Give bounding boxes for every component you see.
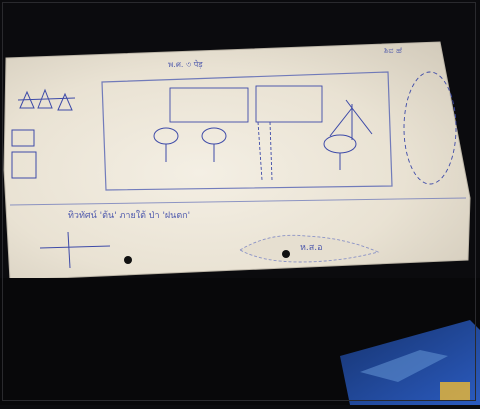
sheet-heading: พ.ศ. ৩ पेड़ — [168, 60, 203, 69]
corner-note: ಶಿವ ಹೆ — [384, 46, 402, 55]
left-mountain-icons — [11, 88, 76, 179]
ink-dot-right — [282, 250, 290, 258]
ink-dot-left — [124, 256, 132, 264]
blue-box-highlight — [360, 350, 448, 382]
bottom-left-cross-diagram — [39, 231, 111, 269]
paper-sheet — [3, 41, 471, 281]
cloud-caption: ห.ส.อ — [300, 243, 323, 253]
inner-note-boxes — [169, 85, 323, 181]
right-oval-sketch — [403, 71, 457, 185]
separator-line — [9, 197, 467, 206]
main-diagram-box — [101, 71, 393, 191]
blue-box-label-patch — [440, 382, 470, 400]
tree-drawings — [153, 99, 373, 170]
cloud-sketch — [239, 234, 380, 263]
bottom-caption: ทิวทัศน์ 'ต้น' ภายใต้ ป่า 'ฝนตก' — [68, 211, 191, 221]
photo-frame — [2, 2, 476, 401]
